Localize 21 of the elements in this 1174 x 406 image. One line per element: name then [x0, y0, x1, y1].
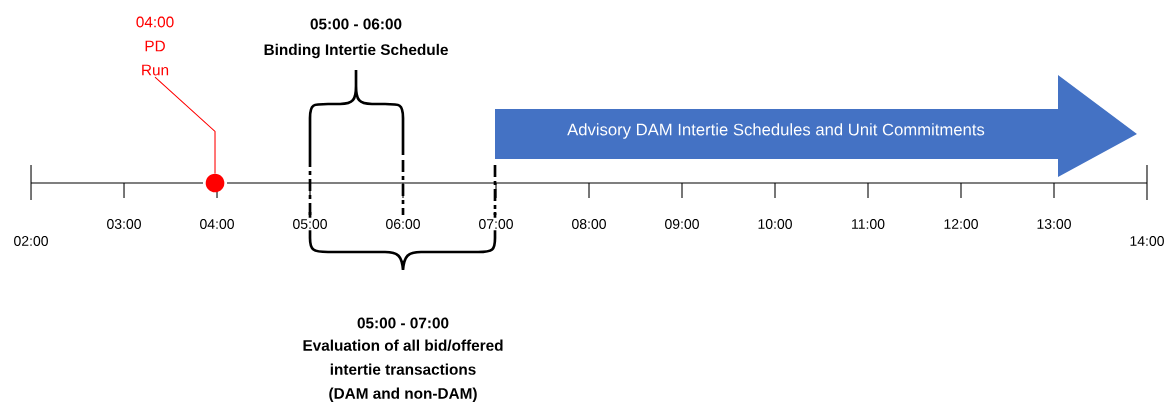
tick-label: 14:00: [1130, 236, 1164, 246]
tick-label: 08:00: [572, 219, 606, 229]
arrow-banner: Advisory DAM Intertie Schedules and Unit Commitments: [495, 75, 1137, 177]
tick-label: 13:00: [1037, 219, 1071, 229]
heading-text: Binding Intertie Schedule: [264, 43, 448, 59]
leader-line: [154, 76, 216, 174]
event-dot: [205, 173, 225, 193]
description-text: Evaluation of all bid/offered intertie transactions (DAM and non-DAM): [303, 339, 503, 402]
tick-label: 05:00: [293, 219, 327, 229]
tick-label: 11:00: [852, 219, 885, 229]
tick-label: 02:00: [14, 236, 48, 246]
heading-text: 05:00 - 07:00: [357, 317, 449, 329]
tick-label: 12:00: [944, 219, 978, 229]
tick-label: 09:00: [665, 219, 699, 229]
tick-label: 10:00: [758, 219, 792, 229]
tick-label: 07:00: [479, 219, 513, 229]
tick-label: 06:00: [386, 219, 420, 229]
tick-label: 03:00: [107, 219, 141, 229]
annotation-text: 04:00 PD Run: [136, 16, 174, 76]
tick-label: 04:00: [200, 219, 234, 229]
heading-text: 05:00 - 06:00: [310, 18, 402, 30]
